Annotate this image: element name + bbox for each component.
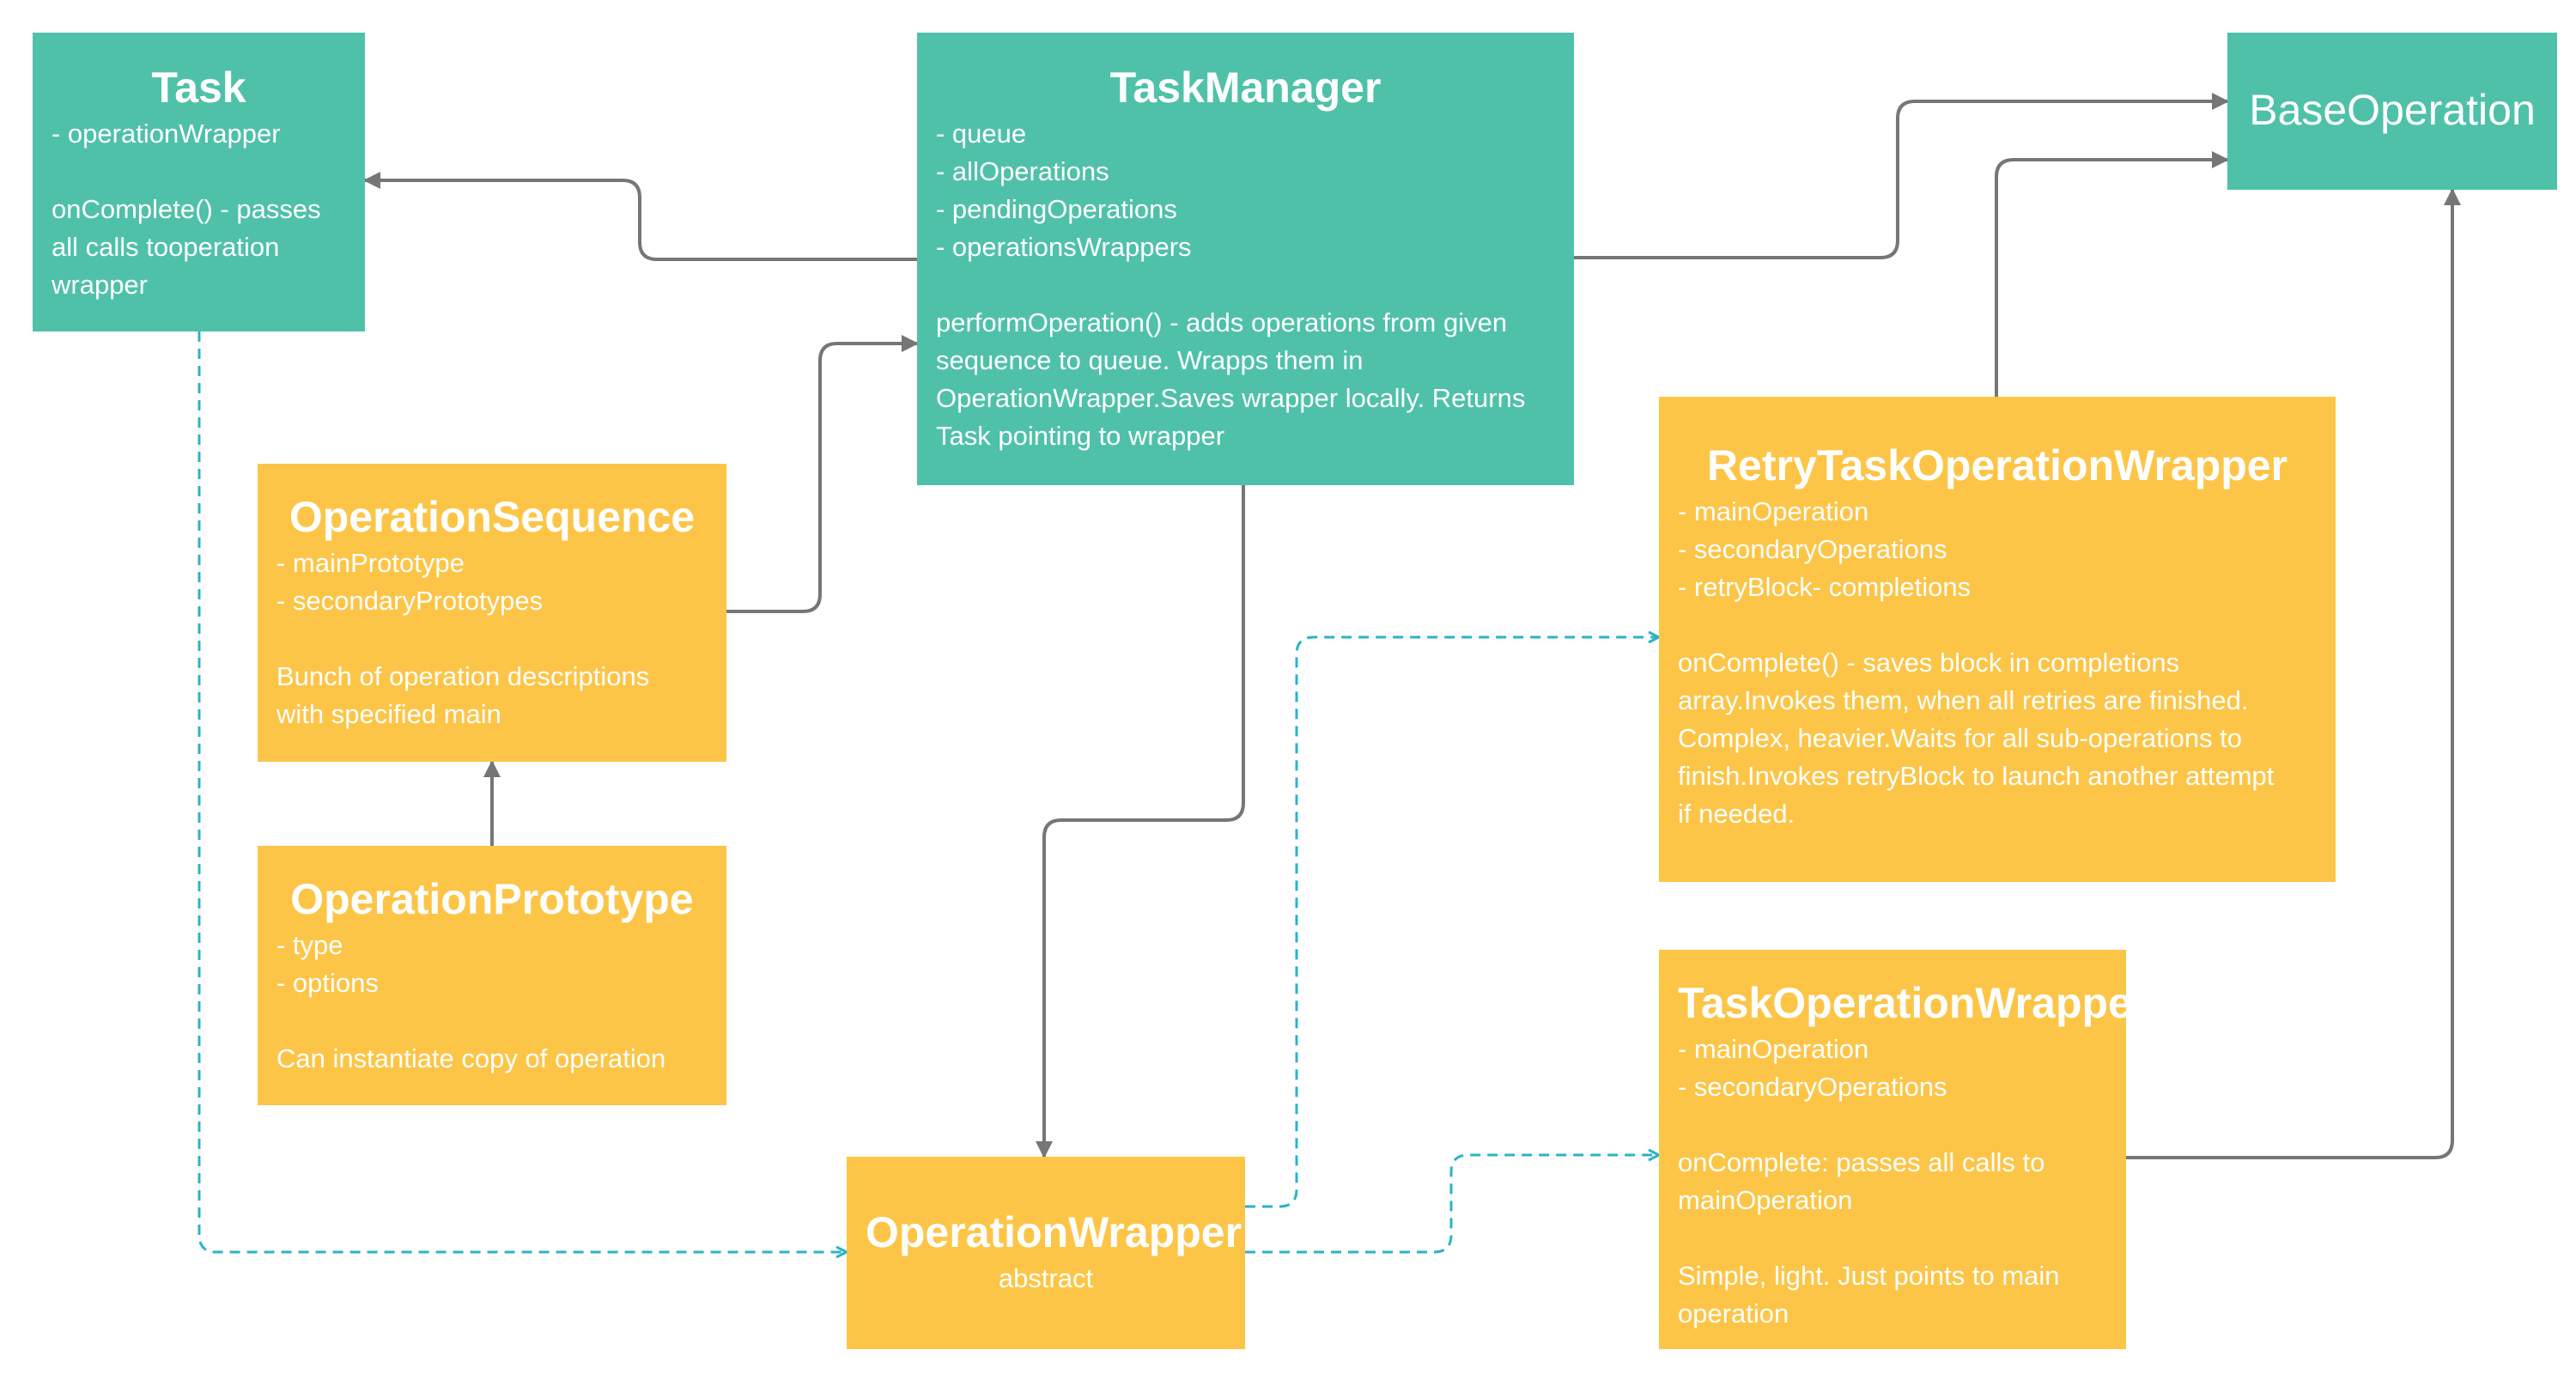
task-wrapper-line — [1678, 1219, 2107, 1257]
edge-taskmanager-to-baseoperation — [1574, 93, 2229, 259]
edge-taskmanager-to-operationwrapper — [1036, 485, 1245, 1158]
task-wrapper-line: mainOperation — [1678, 1185, 1853, 1215]
operation-wrapper-subtitle: abstract — [998, 1263, 1094, 1293]
operation-wrapper-title: OperationWrapper — [866, 1208, 1242, 1256]
operation-sequence-node[interactable]: OperationSequence - mainPrototype - seco… — [258, 464, 726, 762]
retry-wrapper-line — [1678, 606, 2317, 644]
edge-sequence-to-taskmanager — [726, 335, 919, 613]
edge-taskmanager-to-task — [363, 172, 917, 261]
operation-prototype-line: - type — [276, 930, 343, 960]
base-operation-node[interactable]: BaseOperation — [2227, 33, 2557, 190]
operation-sequence-title: OperationSequence — [289, 493, 696, 541]
operation-prototype-line: - options — [276, 968, 379, 998]
task-manager-line: OperationWrapper.Saves wrapper locally. … — [936, 383, 1526, 413]
retry-wrapper-line: onComplete() - saves block in completion… — [1678, 647, 2180, 678]
task-wrapper-line — [1678, 1106, 2107, 1144]
retry-wrapper-line: - retryBlock- completions — [1678, 572, 1971, 602]
operation-sequence-line: - secondaryPrototypes — [276, 586, 544, 616]
task-manager-line: - operationsWrappers — [936, 232, 1192, 262]
task-node[interactable]: Task - operationWrapper onComplete() - p… — [33, 33, 365, 331]
task-line: - operationWrapper — [52, 119, 281, 149]
base-operation-title: BaseOperation — [2249, 86, 2536, 134]
task-wrapper-line: Simple, light. Just points to main — [1678, 1261, 2060, 1291]
operation-sequence-line — [276, 620, 708, 658]
task-manager-line: - allOperations — [936, 156, 1109, 186]
task-line: wrapper — [52, 270, 148, 300]
task-manager-line — [936, 266, 1555, 304]
retry-task-operation-wrapper-node[interactable]: RetryTaskOperationWrapper - mainOperatio… — [1659, 397, 2336, 882]
task-manager-line: Task pointing to wrapper — [936, 421, 1225, 451]
task-manager-node[interactable]: TaskManager - queue - allOperations - pe… — [917, 33, 1574, 485]
retry-wrapper-line: - secondaryOperations — [1678, 534, 1947, 564]
task-manager-line: - queue — [936, 119, 1027, 149]
task-wrapper-line: - secondaryOperations — [1678, 1072, 1947, 1102]
task-wrapper-title: TaskOperationWrapper — [1678, 979, 2149, 1027]
retry-wrapper-title: RetryTaskOperationWrapper — [1706, 441, 2288, 489]
retry-wrapper-line: Complex, heavier.Waits for all sub-opera… — [1678, 723, 2243, 753]
edge-operationwrapper-to-taskwrapper — [1245, 1155, 1659, 1254]
retry-wrapper-line: if needed. — [1678, 799, 1795, 829]
operation-sequence-line: with specified main — [276, 699, 501, 729]
retry-wrapper-line: finish.Invokes retryBlock to launch anot… — [1678, 761, 2275, 791]
retry-wrapper-line: - mainOperation — [1678, 496, 1869, 526]
task-line — [52, 153, 346, 191]
task-manager-line: - pendingOperations — [936, 194, 1177, 224]
operation-prototype-line — [276, 1002, 708, 1040]
task-wrapper-line: operation — [1678, 1298, 1789, 1328]
edge-operationwrapper-to-retry — [1245, 637, 1659, 1208]
task-manager-line: performOperation() - adds operations fro… — [936, 307, 1508, 337]
operation-prototype-line: Can instantiate copy of operation — [276, 1043, 666, 1073]
operation-prototype-title: OperationPrototype — [290, 875, 694, 923]
retry-wrapper-line: array.Invokes them, when all retries are… — [1678, 685, 2249, 715]
task-manager-title: TaskManager — [1109, 64, 1382, 112]
task-manager-line: sequence to queue. Wrapps them in — [936, 345, 1364, 375]
operation-prototype-node[interactable]: OperationPrototype - type - options Can … — [258, 846, 726, 1105]
task-wrapper-line: onComplete: passes all calls to — [1678, 1147, 2045, 1177]
task-line: onComplete() - passes — [52, 194, 321, 224]
task-operation-wrapper-node[interactable]: TaskOperationWrapper - mainOperation - s… — [1659, 950, 2149, 1349]
operation-sequence-line: Bunch of operation descriptions — [276, 661, 650, 691]
edge-retry-to-baseoperation — [1995, 151, 2229, 397]
operation-sequence-line: - mainPrototype — [276, 548, 465, 578]
task-line: all calls tooperation — [52, 232, 280, 262]
task-title: Task — [151, 64, 246, 112]
operation-wrapper-node[interactable]: OperationWrapper abstract — [847, 1157, 1245, 1349]
task-wrapper-line: - mainOperation — [1678, 1034, 1869, 1064]
